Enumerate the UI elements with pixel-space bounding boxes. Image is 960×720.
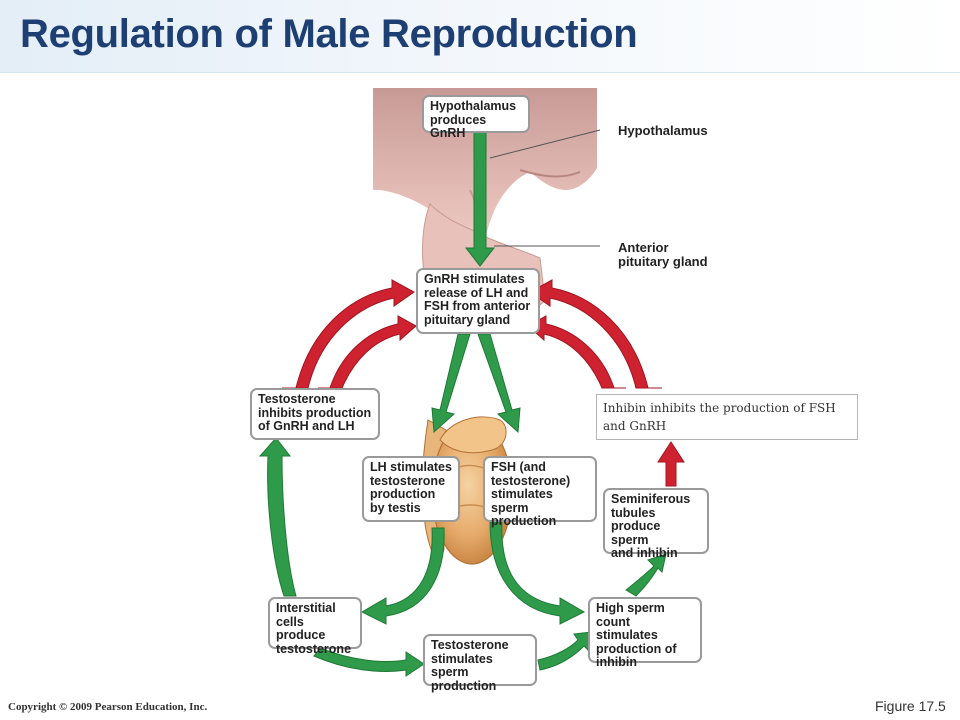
arrow-testosterone-inhibits-outer	[282, 279, 415, 389]
title-bar: Regulation of Male Reproduction	[0, 0, 960, 73]
copyright-notice: Copyright © 2009 Pearson Education, Inc.	[8, 701, 208, 713]
arrow-testosterone-inhibits-inner	[318, 315, 417, 389]
figure-label: Figure 17.5	[875, 698, 946, 714]
stimulate-arrows	[258, 129, 667, 677]
arrow-interstitial-to-testosterone-sperm	[313, 647, 425, 677]
box-testosterone-stimulates-sperm: Testosterone stimulates sperm production	[423, 634, 537, 692]
box-hypothalamus-produces-gnrh: Hypothalamus produces GnRH	[422, 95, 530, 140]
arrow-interstitial-to-testosterone-inhibits	[258, 437, 297, 597]
box-interstitial-cells: Interstitial cells produce testosterone	[268, 597, 362, 655]
box-seminiferous-tubules: Seminiferous tubules produce sperm and i…	[603, 488, 709, 560]
hypothalamus-label: Hypothalamus	[618, 123, 708, 138]
arrow-testosterone-sperm-to-high-sperm	[537, 631, 593, 671]
arrow-inhibin-outer	[529, 279, 662, 389]
box-testosterone-inhibits: Testosterone inhibits production of GnRH…	[250, 388, 380, 440]
box-gnrh-stimulates: GnRH stimulates release of LH and FSH fr…	[416, 268, 540, 334]
arrow-hypothalamus-to-pituitary	[464, 129, 496, 267]
arrow-high-sperm-to-seminiferous	[625, 553, 667, 597]
inhibin-tooltip: Inhibin inhibits the production of FSH a…	[596, 394, 858, 440]
inhibit-arrows	[282, 279, 685, 487]
slide-title: Regulation of Male Reproduction	[20, 12, 638, 56]
box-fsh-stimulates: FSH (and testosterone) stimulates sperm …	[483, 456, 597, 528]
arrow-seminiferous-to-inhibin	[657, 441, 685, 487]
anterior-pituitary-label: Anterior pituitary gland	[618, 240, 708, 269]
arrow-pituitary-to-fsh	[477, 333, 521, 434]
box-lh-stimulates: LH stimulates testosterone production by…	[362, 456, 460, 522]
arrow-testis-to-interstitial	[360, 527, 445, 625]
arrow-testis-to-high-sperm	[489, 521, 586, 625]
arrow-pituitary-to-lh	[431, 333, 471, 434]
box-high-sperm-count: High sperm count stimulates production o…	[588, 597, 702, 669]
